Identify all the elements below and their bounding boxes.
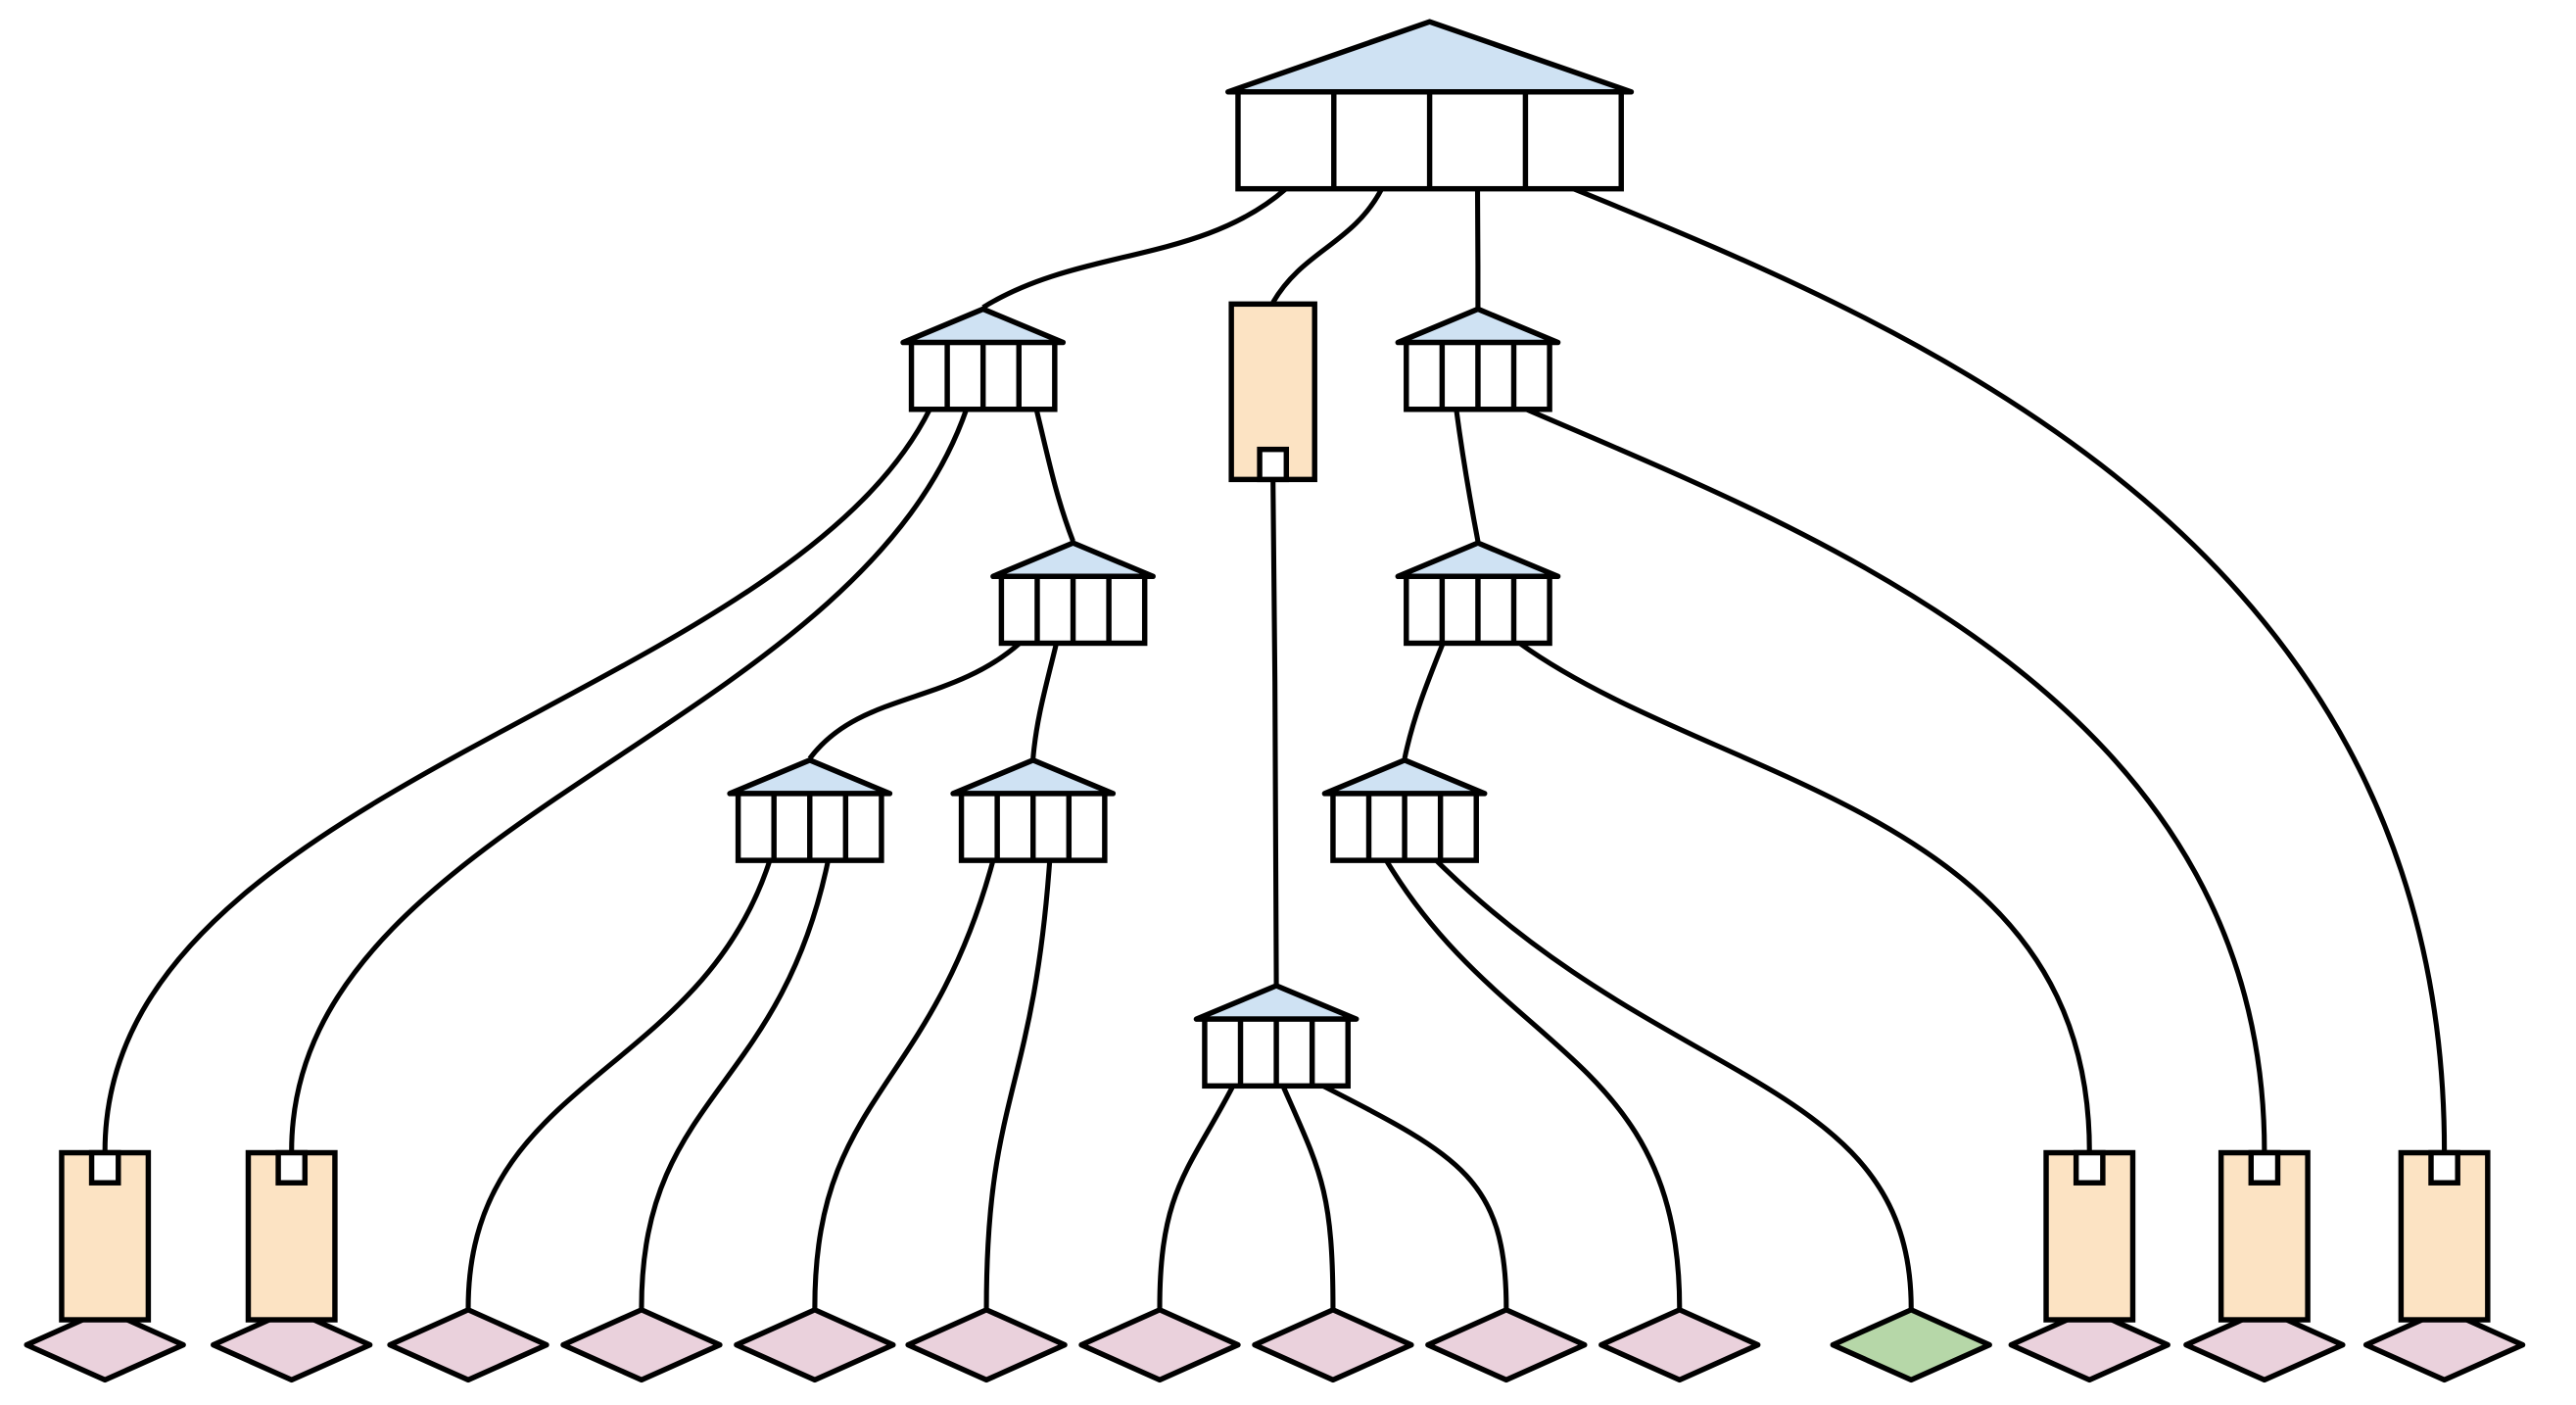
isometry-node-l5-mid [1193, 983, 1360, 1090]
diamond-site-5 [734, 1307, 896, 1383]
edge-l2-left-tab-2 [289, 408, 970, 1151]
tab-notch-tab-mid [1257, 446, 1290, 483]
diamond-site-6 [905, 1307, 1068, 1383]
diamond-site-9 [1425, 1307, 1588, 1383]
edge-tab-mid-l5-mid [1270, 479, 1279, 985]
edge-root-tab-14 [1572, 186, 2448, 1151]
tab-notch-tab-13 [2248, 1149, 2281, 1186]
isometry-node-root [1225, 19, 1635, 192]
tab-notch-tab-14 [2428, 1149, 2460, 1186]
diamond-site-8 [1252, 1307, 1414, 1383]
edge-l2-right-l3-right [1454, 409, 1481, 542]
tab-node-tab-14 [2398, 1149, 2491, 1323]
tab-notch-tab-2 [275, 1149, 309, 1186]
isometry-node-l3-left [990, 540, 1156, 647]
edge-l4-mid-site-6 [983, 859, 1053, 1309]
tab-node-tab-12 [2043, 1149, 2136, 1323]
tab-node-tab-13 [2218, 1149, 2311, 1323]
isometry-node-l3-right [1395, 540, 1561, 647]
edge-l4-mid-site-5 [812, 859, 996, 1309]
edge-l3-right-tab-12 [1517, 641, 2092, 1151]
isometry-node-l2-right [1395, 306, 1561, 412]
edge-l4-left-site-3 [465, 859, 773, 1309]
edge-root-l2-left [981, 186, 1288, 310]
diamond-site-11 [1830, 1307, 1992, 1383]
isometry-node-l4-left [727, 757, 893, 863]
edge-l3-right-l4-right [1402, 642, 1446, 759]
tab-rect-tab-1 [59, 1149, 152, 1323]
edge-layer [102, 186, 2448, 1309]
tab-notch-tab-12 [2073, 1149, 2106, 1186]
edge-l2-right-tab-13 [1525, 407, 2267, 1151]
edge-l5-mid-site-8 [1280, 1085, 1336, 1309]
diamond-site-3 [387, 1307, 549, 1383]
tab-node-tab-2 [245, 1149, 338, 1323]
edge-l4-right-site-11 [1434, 858, 1914, 1309]
edge-l4-left-site-4 [639, 859, 831, 1309]
edge-root-tab-mid [1270, 187, 1384, 304]
tab-node-tab-mid [1228, 301, 1317, 483]
isometry-node-l4-mid [950, 757, 1117, 863]
edge-l5-mid-site-9 [1321, 1084, 1509, 1309]
edge-l5-mid-site-7 [1157, 1085, 1236, 1309]
tab-rect-tab-mid [1228, 301, 1317, 483]
diamond-site-10 [1598, 1307, 1761, 1383]
tab-notch-tab-1 [88, 1149, 121, 1186]
isometry-node-l2-left [900, 306, 1067, 412]
edge-l2-left-tab-1 [102, 408, 932, 1151]
edge-l4-right-site-10 [1384, 858, 1683, 1309]
diamond-site-7 [1078, 1307, 1241, 1383]
edge-l2-left-l3-left [1033, 409, 1075, 543]
diamond-site-4 [560, 1307, 723, 1383]
tab-node-tab-1 [59, 1149, 152, 1323]
isometry-node-l4-right [1321, 757, 1488, 863]
edge-l3-left-l4-left [807, 641, 1022, 760]
edge-l3-left-l4-mid [1030, 642, 1060, 759]
